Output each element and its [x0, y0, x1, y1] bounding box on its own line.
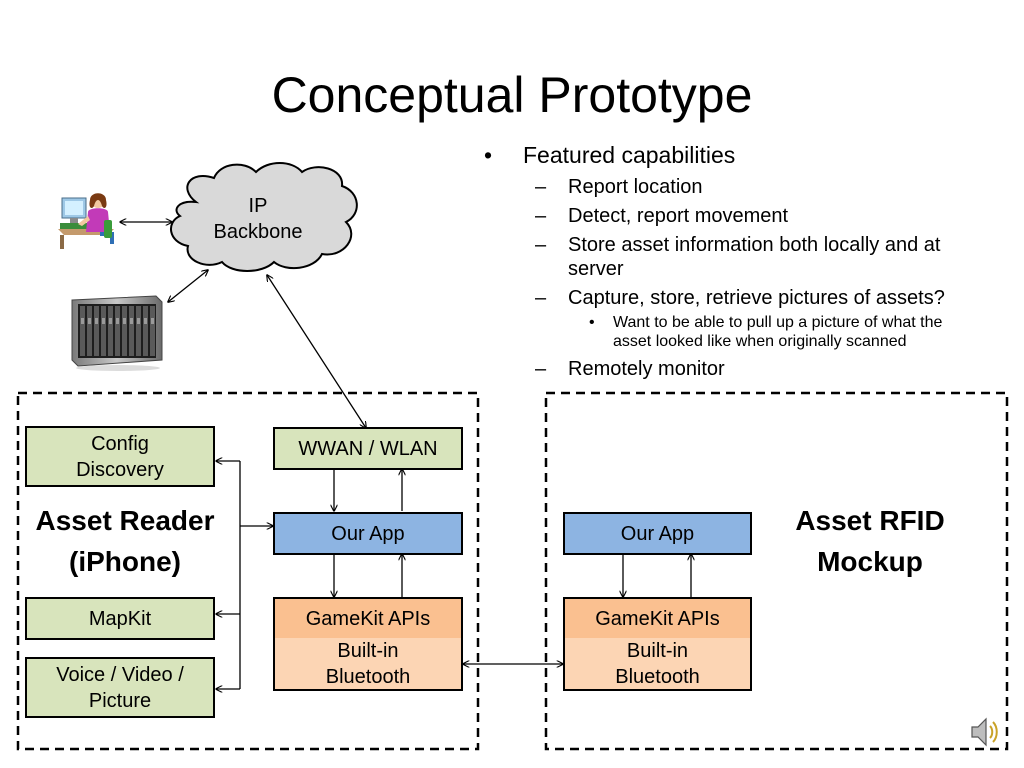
server-to-cloud-connector	[168, 270, 208, 302]
dash-marker: –	[535, 287, 547, 309]
dash-marker: –	[535, 234, 547, 256]
list-item: Report location	[568, 176, 703, 198]
list-item: Store asset information both locally and…	[568, 234, 941, 256]
voice-video-picture-box: Voice / Video / Picture	[25, 657, 215, 718]
list-item: Capture, store, retrieve pictures of ass…	[568, 287, 945, 309]
server-rack-icon	[68, 290, 164, 372]
mockup-our-app-box: Our App	[563, 512, 752, 555]
sub-bullet-marker: •	[589, 314, 595, 331]
built-in-bluetooth-box: Built-in Bluetooth	[273, 638, 463, 691]
wwan-wlan-box: WWAN / WLAN	[273, 427, 463, 470]
dash-marker: –	[535, 176, 547, 198]
ip-backbone-cloud	[170, 162, 358, 272]
asset-reader-label: Asset Reader (iPhone)	[35, 505, 215, 577]
gamekit-apis-box: GameKit APIs	[273, 597, 463, 640]
speaker-icon[interactable]	[970, 714, 1000, 750]
bullet-marker: •	[484, 142, 493, 168]
mockup-built-in-bluetooth-box: Built-in Bluetooth	[563, 638, 752, 691]
mockup-gamekit-apis-box: GameKit APIs	[563, 597, 752, 640]
user-at-computer-icon	[56, 188, 120, 252]
sub-list-item-continuation: asset looked like when originally scanne…	[613, 333, 907, 350]
asset-rfid-mockup-label: Asset RFID Mockup	[795, 505, 945, 577]
list-item: Remotely monitor	[568, 358, 725, 380]
list-item-continuation: server	[568, 258, 624, 280]
dash-marker: –	[535, 205, 547, 227]
cloud-label: IP Backbone	[213, 195, 303, 243]
asset-reader-frame	[16, 391, 480, 751]
cloud-to-wwan-connector	[267, 275, 366, 428]
bullet-heading: Featured capabilities	[523, 142, 736, 168]
config-discovery-box: Config Discovery	[25, 426, 215, 487]
list-item: Detect, report movement	[568, 205, 789, 227]
mapkit-box: MapKit	[25, 597, 215, 640]
dash-marker: –	[535, 358, 547, 380]
our-app-box: Our App	[273, 512, 463, 555]
slide-title: Conceptual Prototype	[271, 67, 753, 123]
sub-list-item: Want to be able to pull up a picture of …	[613, 314, 943, 331]
asset-rfid-mockup-frame	[544, 391, 1009, 751]
